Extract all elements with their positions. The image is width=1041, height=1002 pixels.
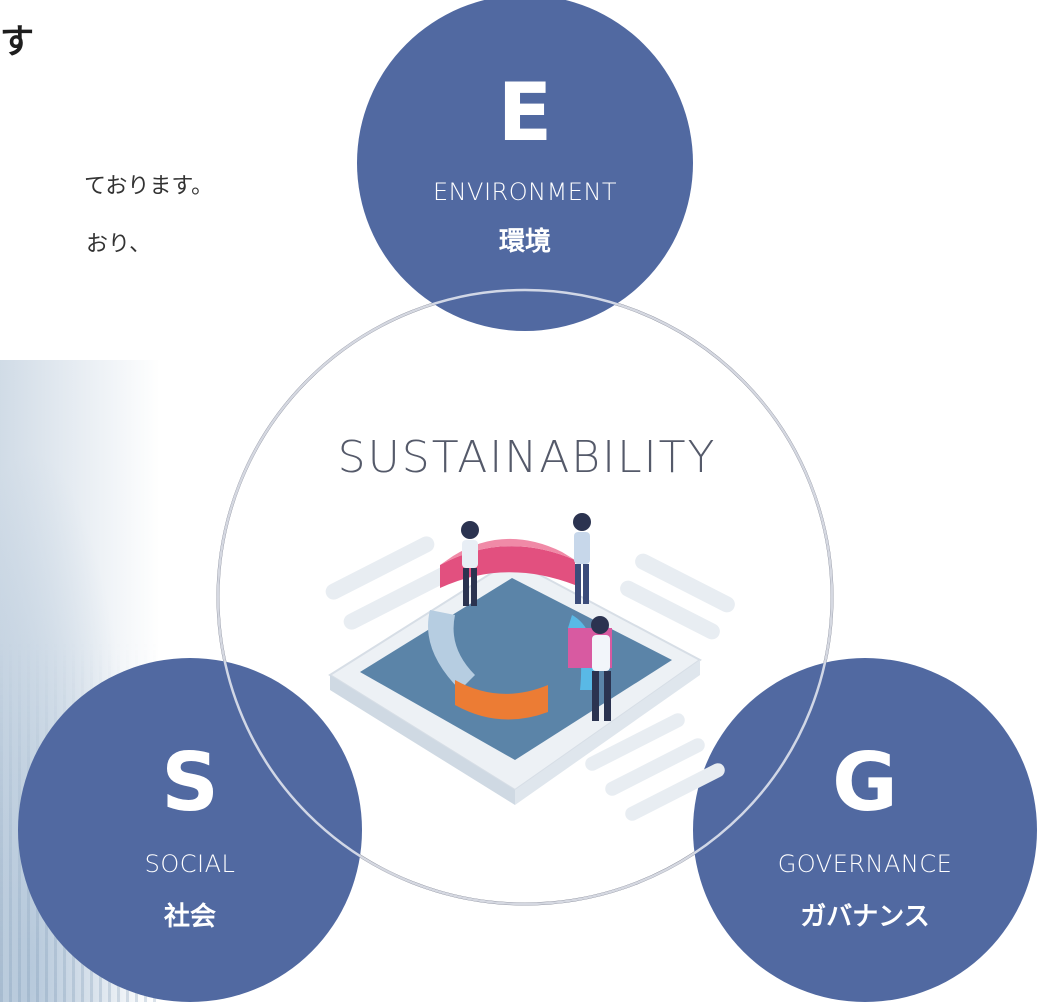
intro-text-line-1: ております。 bbox=[84, 174, 214, 199]
social-letter: S bbox=[161, 736, 219, 829]
people-with-chart-illustration bbox=[325, 513, 735, 821]
intro-text-line-2: おり、 bbox=[86, 232, 152, 257]
chart-segment-orange bbox=[455, 680, 548, 720]
environment-en-label: ENVIRONMENT bbox=[433, 178, 617, 206]
person-left bbox=[461, 521, 479, 606]
environment-jp-label: 環境 bbox=[499, 226, 551, 257]
sustainability-title: SUSTAINABILITY bbox=[338, 432, 717, 483]
sustainability-ring-overlay bbox=[216, 288, 834, 906]
platform-side bbox=[330, 675, 515, 805]
social-en-label: SOCIAL bbox=[145, 850, 236, 878]
chart-segment-lightblue bbox=[428, 610, 475, 690]
page-heading-fragment: す bbox=[0, 22, 34, 62]
governance-letter: G bbox=[832, 736, 898, 829]
social-circle bbox=[18, 658, 362, 1002]
environment-letter: E bbox=[498, 66, 553, 159]
governance-en-label: GOVERNANCE bbox=[778, 850, 953, 878]
governance-pillar: G GOVERNANCE ガバナンス bbox=[693, 658, 1037, 1002]
governance-circle bbox=[693, 658, 1037, 1002]
social-jp-label: 社会 bbox=[164, 901, 216, 932]
platform-side-right bbox=[515, 660, 700, 805]
person-carrying bbox=[591, 616, 611, 721]
person-right bbox=[573, 513, 591, 604]
chart-segment-pink-top bbox=[440, 538, 575, 565]
governance-jp-label: ガバナンス bbox=[800, 902, 929, 932]
social-pillar: S SOCIAL 社会 bbox=[18, 658, 362, 1002]
environment-circle bbox=[357, 0, 693, 331]
right-stripes bbox=[585, 553, 735, 821]
left-stripes bbox=[325, 536, 453, 630]
environment-pillar: E ENVIRONMENT 環境 bbox=[357, 0, 693, 331]
